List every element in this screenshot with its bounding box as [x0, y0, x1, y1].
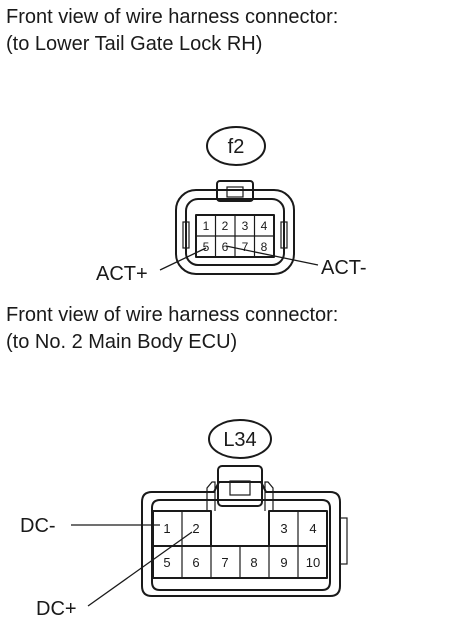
connector-latch-slot [226, 186, 244, 198]
leader-line-act-plus [159, 247, 207, 271]
pin-number: 9 [280, 555, 287, 570]
connector-housing-outer [175, 189, 295, 275]
connector-housing-outer [141, 481, 341, 597]
pin-label-act-minus: ACT- [321, 257, 367, 279]
pin-number: 4 [261, 219, 268, 233]
pin-number: 2 [192, 521, 199, 536]
pin-number: 7 [221, 555, 228, 570]
connector-code-label: L34 [223, 429, 256, 451]
pin-label-act-plus: ACT+ [96, 263, 148, 285]
pin-number: 8 [250, 555, 257, 570]
caption-line: (to No. 2 Main Body ECU) [6, 331, 238, 353]
caption-line: Front view of wire harness connector: [6, 304, 339, 326]
connector-f2: f2 1 2 3 4 5 6 7 8 ACT+ ACT- [96, 126, 367, 285]
keying-post-right [264, 481, 274, 511]
pin-number: 8 [261, 240, 268, 254]
connector-housing-inner [151, 499, 331, 591]
connector-code-label: f2 [228, 136, 245, 158]
pin-number: 1 [203, 219, 210, 233]
pin-number: 5 [163, 555, 170, 570]
pin-number: 6 [192, 555, 199, 570]
connector-housing-inner [185, 198, 285, 266]
caption-lower-tail-gate-lock: Front view of wire harness connector: (t… [6, 4, 338, 58]
connector-code-bubble [206, 126, 266, 166]
pin-number: 2 [222, 219, 229, 233]
side-tab-right [280, 221, 288, 249]
pin-number: 5 [203, 240, 210, 254]
pin-number: 10 [306, 555, 320, 570]
pin-number: 7 [242, 240, 249, 254]
pin-number: 3 [280, 521, 287, 536]
connector-latch [217, 465, 263, 507]
keying-post-left [206, 481, 216, 511]
pin-number: 4 [309, 521, 316, 536]
side-ridge-right [339, 517, 348, 565]
leader-line-act-minus [225, 245, 319, 266]
pin-label-dc-minus: DC- [20, 515, 56, 537]
caption-line: Front view of wire harness connector: [6, 6, 339, 28]
connector-latch [216, 180, 254, 202]
pin-number: 6 [222, 240, 229, 254]
caption-line: (to Lower Tail Gate Lock RH) [6, 33, 263, 55]
leader-line-dc-plus [87, 531, 193, 607]
pin-number: 1 [163, 521, 170, 536]
connector-code-bubble [208, 419, 272, 459]
caption-main-body-ecu: Front view of wire harness connector: (t… [6, 302, 338, 356]
connector-L34: L34 1 2 3 4 5 6 7 8 9 [20, 419, 348, 620]
side-tab-left [182, 221, 190, 249]
connector-latch-slot [229, 480, 251, 496]
pin-number: 3 [242, 219, 249, 233]
pin-label-dc-plus: DC+ [36, 598, 77, 620]
